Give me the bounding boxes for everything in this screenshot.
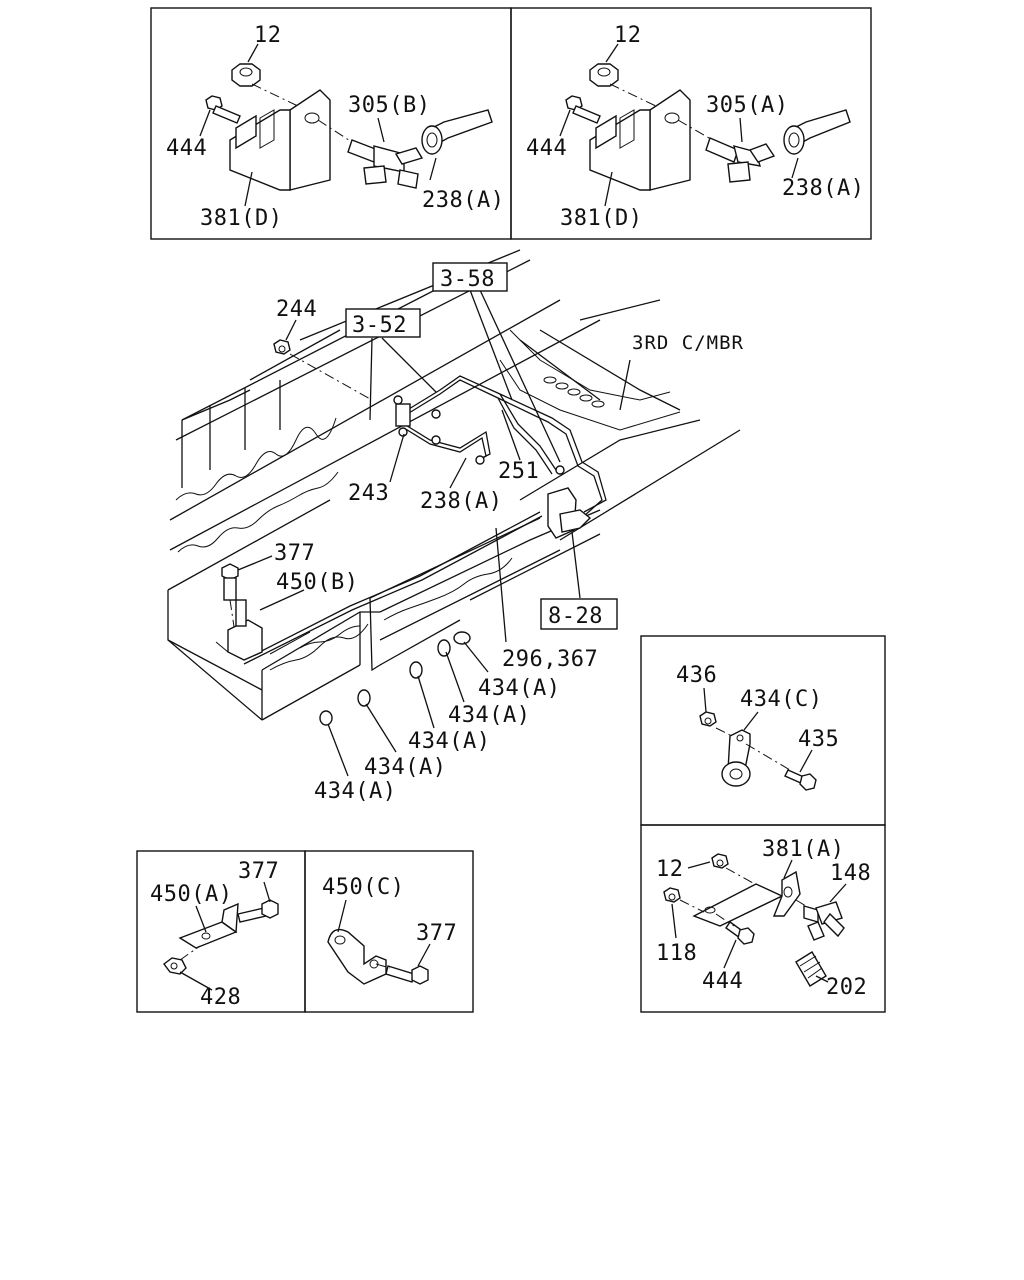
ref-box-3-52 bbox=[345, 308, 421, 338]
bolt-444 bbox=[205, 95, 241, 124]
bracket-381d bbox=[229, 89, 331, 191]
label-434c: 434(C) bbox=[740, 687, 822, 712]
clip-434a-1 bbox=[453, 631, 471, 645]
label-202: 202 bbox=[826, 975, 867, 1000]
main-assembly: 3-58 3-52 8-28 3RD C/MBR 244 251 243 238… bbox=[167, 249, 744, 804]
bracket-381a bbox=[692, 870, 801, 927]
note-3rd-cmbr: 3RD C/MBR bbox=[632, 332, 744, 354]
label-434a-4: 434(A) bbox=[364, 755, 446, 780]
label-434a-3: 434(A) bbox=[408, 729, 490, 754]
bolt-444 bbox=[565, 95, 601, 124]
label-434a-1: 434(A) bbox=[478, 676, 560, 701]
panel-bracket-450c: 450(C) 377 bbox=[304, 850, 474, 1013]
label-428: 428 bbox=[200, 985, 241, 1010]
nut-12 bbox=[711, 853, 729, 869]
label-238a: 238(A) bbox=[420, 489, 502, 514]
tee-fitting-148 bbox=[803, 901, 845, 941]
bolt-377 bbox=[237, 899, 279, 923]
clip-434a-2 bbox=[437, 639, 451, 657]
nut-12 bbox=[231, 63, 261, 87]
clip-434a-5 bbox=[319, 710, 333, 726]
bracket-381d bbox=[589, 89, 691, 191]
label-305a: 305(A) bbox=[706, 93, 788, 118]
label-118: 118 bbox=[656, 941, 697, 966]
label-444: 444 bbox=[526, 136, 567, 161]
hose-238a bbox=[421, 109, 493, 155]
ref-box-3-58 bbox=[432, 262, 508, 292]
nut-12 bbox=[589, 63, 619, 87]
label-377: 377 bbox=[238, 859, 279, 884]
label-381d: 381(D) bbox=[560, 206, 642, 231]
junction-block-8-28 bbox=[547, 487, 592, 539]
bracket-450b bbox=[215, 599, 263, 661]
label-12: 12 bbox=[254, 23, 282, 48]
panel-top-right: 12 444 305(A) 238(A) 381(D) bbox=[510, 7, 872, 240]
label-377: 377 bbox=[274, 541, 315, 566]
bolt-377 bbox=[221, 563, 239, 601]
label-148: 148 bbox=[830, 861, 871, 886]
ref-3-52: 3-52 bbox=[352, 313, 407, 338]
panel-top-left: 12 444 305(B) 238(A) 381(D) bbox=[150, 7, 512, 240]
connector-202 bbox=[795, 951, 827, 987]
label-450a: 450(A) bbox=[150, 882, 232, 907]
elbow-fitting-305a bbox=[705, 137, 776, 183]
panel-bracket-detail: 12 381(A) 148 118 444 202 bbox=[640, 824, 886, 1013]
label-444: 444 bbox=[166, 136, 207, 161]
label-238a: 238(A) bbox=[422, 188, 504, 213]
tee-fitting-305b bbox=[347, 139, 424, 189]
label-251: 251 bbox=[498, 459, 539, 484]
label-296-367: 296,367 bbox=[502, 647, 598, 672]
label-381a: 381(A) bbox=[762, 837, 844, 862]
label-436: 436 bbox=[676, 663, 717, 688]
nut-244 bbox=[273, 339, 291, 355]
label-435: 435 bbox=[798, 727, 839, 752]
label-434a-5: 434(A) bbox=[314, 779, 396, 804]
label-244: 244 bbox=[276, 297, 317, 322]
clip-434c bbox=[721, 729, 751, 787]
nut-428 bbox=[163, 957, 187, 975]
flare-nut-fittings bbox=[431, 409, 565, 475]
label-444: 444 bbox=[702, 969, 743, 994]
label-12: 12 bbox=[614, 23, 642, 48]
clip-434a-4 bbox=[357, 689, 371, 707]
label-450b: 450(B) bbox=[276, 570, 358, 595]
nut-436 bbox=[699, 711, 717, 727]
brake-pipe-251 bbox=[403, 375, 607, 517]
chassis-frame bbox=[167, 249, 741, 721]
panel-clip-detail: 436 434(C) 435 bbox=[640, 635, 886, 826]
clip-434a-3 bbox=[409, 661, 423, 679]
bolt-435 bbox=[784, 769, 817, 791]
hose-238a bbox=[783, 109, 851, 155]
bolt-377 bbox=[385, 965, 429, 985]
label-12: 12 bbox=[656, 857, 684, 882]
ref-box-8-28 bbox=[540, 598, 618, 630]
three-way-joint-243 bbox=[393, 395, 411, 437]
label-434a-2: 434(A) bbox=[448, 703, 530, 728]
ref-8-28: 8-28 bbox=[548, 604, 603, 629]
label-381d: 381(D) bbox=[200, 206, 282, 231]
label-238a: 238(A) bbox=[782, 176, 864, 201]
label-305b: 305(B) bbox=[348, 93, 430, 118]
bolt-444 bbox=[725, 921, 755, 945]
bracket-450a bbox=[178, 902, 239, 949]
label-450c: 450(C) bbox=[322, 875, 404, 900]
label-243: 243 bbox=[348, 481, 389, 506]
bracket-450c bbox=[327, 928, 387, 985]
brake-pipe-296-367 bbox=[243, 511, 543, 665]
panel-bracket-450a: 450(A) 377 428 bbox=[136, 850, 306, 1013]
label-377: 377 bbox=[416, 921, 457, 946]
ref-3-58: 3-58 bbox=[440, 267, 495, 292]
nut-118 bbox=[663, 887, 681, 903]
